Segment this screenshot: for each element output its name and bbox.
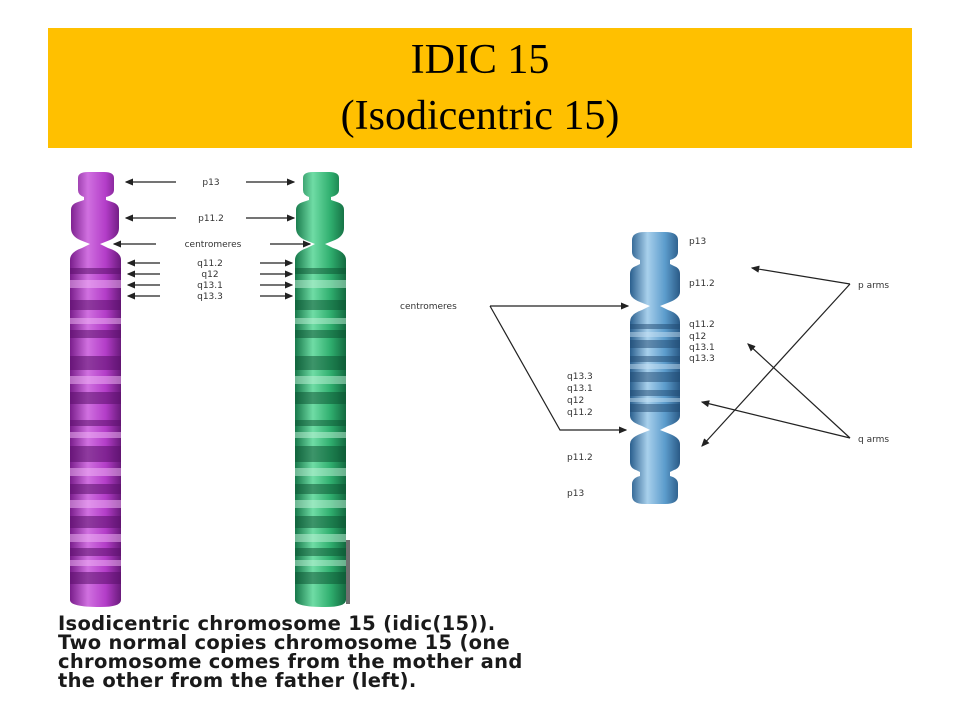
label-q13-1-bottom: q13.1 — [567, 384, 593, 394]
label-q13-1-top: q13.1 — [689, 343, 715, 353]
label-p-arms: p arms — [858, 281, 889, 291]
label-p11-2-top: p11.2 — [689, 279, 715, 289]
chromosome-idic — [630, 232, 680, 504]
right-arrows — [489, 265, 851, 447]
slide-subtitle: (Isodicentric 15) — [340, 93, 620, 139]
chromosome-mother — [70, 172, 121, 607]
label-q11-2-top: q11.2 — [689, 320, 715, 330]
label-p11-2: p11.2 — [198, 214, 224, 224]
title-bar: IDIC 15 (Isodicentric 15) — [48, 28, 912, 148]
label-p13: p13 — [202, 178, 219, 188]
label-q13-3-bottom: q13.3 — [567, 372, 593, 382]
label-centromeres: centromeres — [185, 240, 242, 250]
label-q12-bottom: q12 — [567, 396, 584, 406]
slide-title: IDIC 15 — [410, 37, 550, 83]
label-q11-2-bottom: q11.2 — [567, 408, 593, 418]
caption-line-4: the other from the father (left). — [58, 669, 417, 692]
label-centromeres-right: centromeres — [400, 302, 457, 312]
label-q13-1: q13.1 — [197, 281, 223, 291]
label-p11-2-bottom: p11.2 — [567, 453, 593, 463]
label-q-arms: q arms — [858, 435, 889, 445]
label-p13-top: p13 — [689, 237, 706, 247]
left-labels: p13 p11.2 centromeres q11.2 q12 q13.1 q1… — [185, 178, 242, 302]
right-labels: p13 p11.2 q11.2 q12 q13.1 q13.3 q13.3 q1… — [400, 237, 889, 499]
caption-line-2: Two normal copies chromosome 15 (one — [58, 631, 511, 654]
label-q13-3-top: q13.3 — [689, 354, 715, 364]
label-q11-2: q11.2 — [197, 259, 223, 269]
caption-line-1: Isodicentric chromosome 15 (idic(15)). — [58, 612, 496, 635]
label-q12-top: q12 — [689, 332, 706, 342]
caption-line-3: chromosome comes from the mother and — [58, 650, 523, 673]
figure-caption: Isodicentric chromosome 15 (idic(15)). T… — [58, 612, 928, 692]
chromosome-father — [295, 172, 346, 607]
label-p13-bottom: p13 — [567, 489, 584, 499]
left-arrows — [112, 178, 312, 300]
label-q12: q12 — [201, 270, 218, 280]
label-q13-3: q13.3 — [197, 292, 223, 302]
